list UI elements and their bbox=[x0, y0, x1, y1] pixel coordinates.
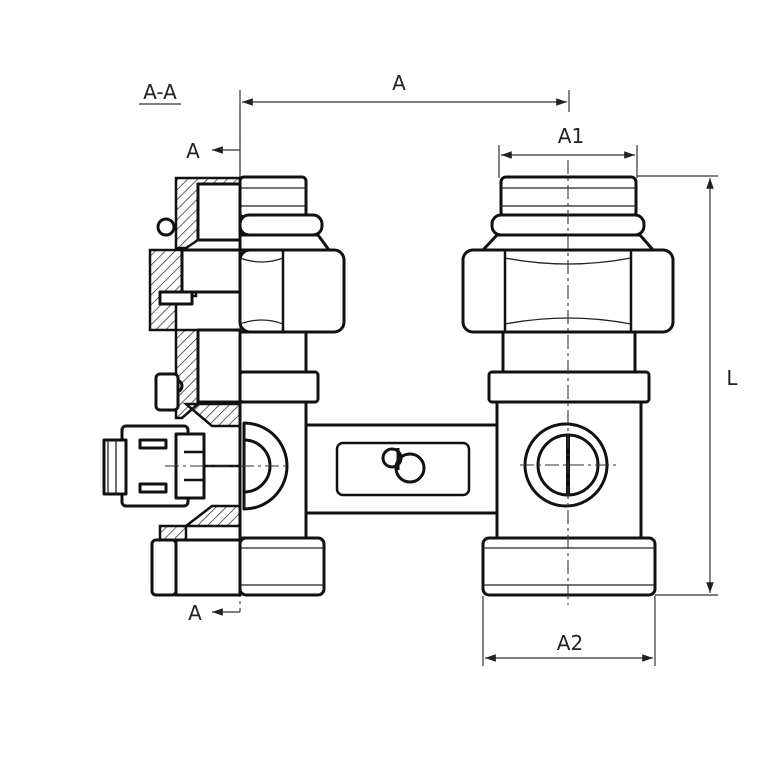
section-mark-top: A bbox=[186, 139, 240, 163]
dimension-l-label: L bbox=[726, 366, 738, 390]
dimension-l: L bbox=[637, 175, 738, 596]
dimension-a2-label: A2 bbox=[557, 631, 583, 655]
connecting-bridge bbox=[304, 423, 502, 515]
section-label: A-A bbox=[139, 80, 181, 105]
svg-text:A: A bbox=[186, 139, 200, 163]
dimension-a1: A1 bbox=[498, 124, 638, 178]
dimension-a-label: A bbox=[392, 71, 406, 95]
dimension-a2: A2 bbox=[482, 596, 656, 666]
section-mark-bottom: A bbox=[188, 601, 240, 625]
left-valve-section bbox=[102, 176, 242, 597]
left-valve-exterior bbox=[238, 175, 346, 597]
brand-logo-icon bbox=[381, 447, 426, 484]
section-label-text: A-A bbox=[143, 80, 177, 104]
dimension-a1-label: A1 bbox=[558, 124, 584, 148]
dimension-a: A bbox=[239, 71, 570, 178]
svg-text:A: A bbox=[188, 601, 202, 625]
right-valve bbox=[461, 160, 675, 605]
